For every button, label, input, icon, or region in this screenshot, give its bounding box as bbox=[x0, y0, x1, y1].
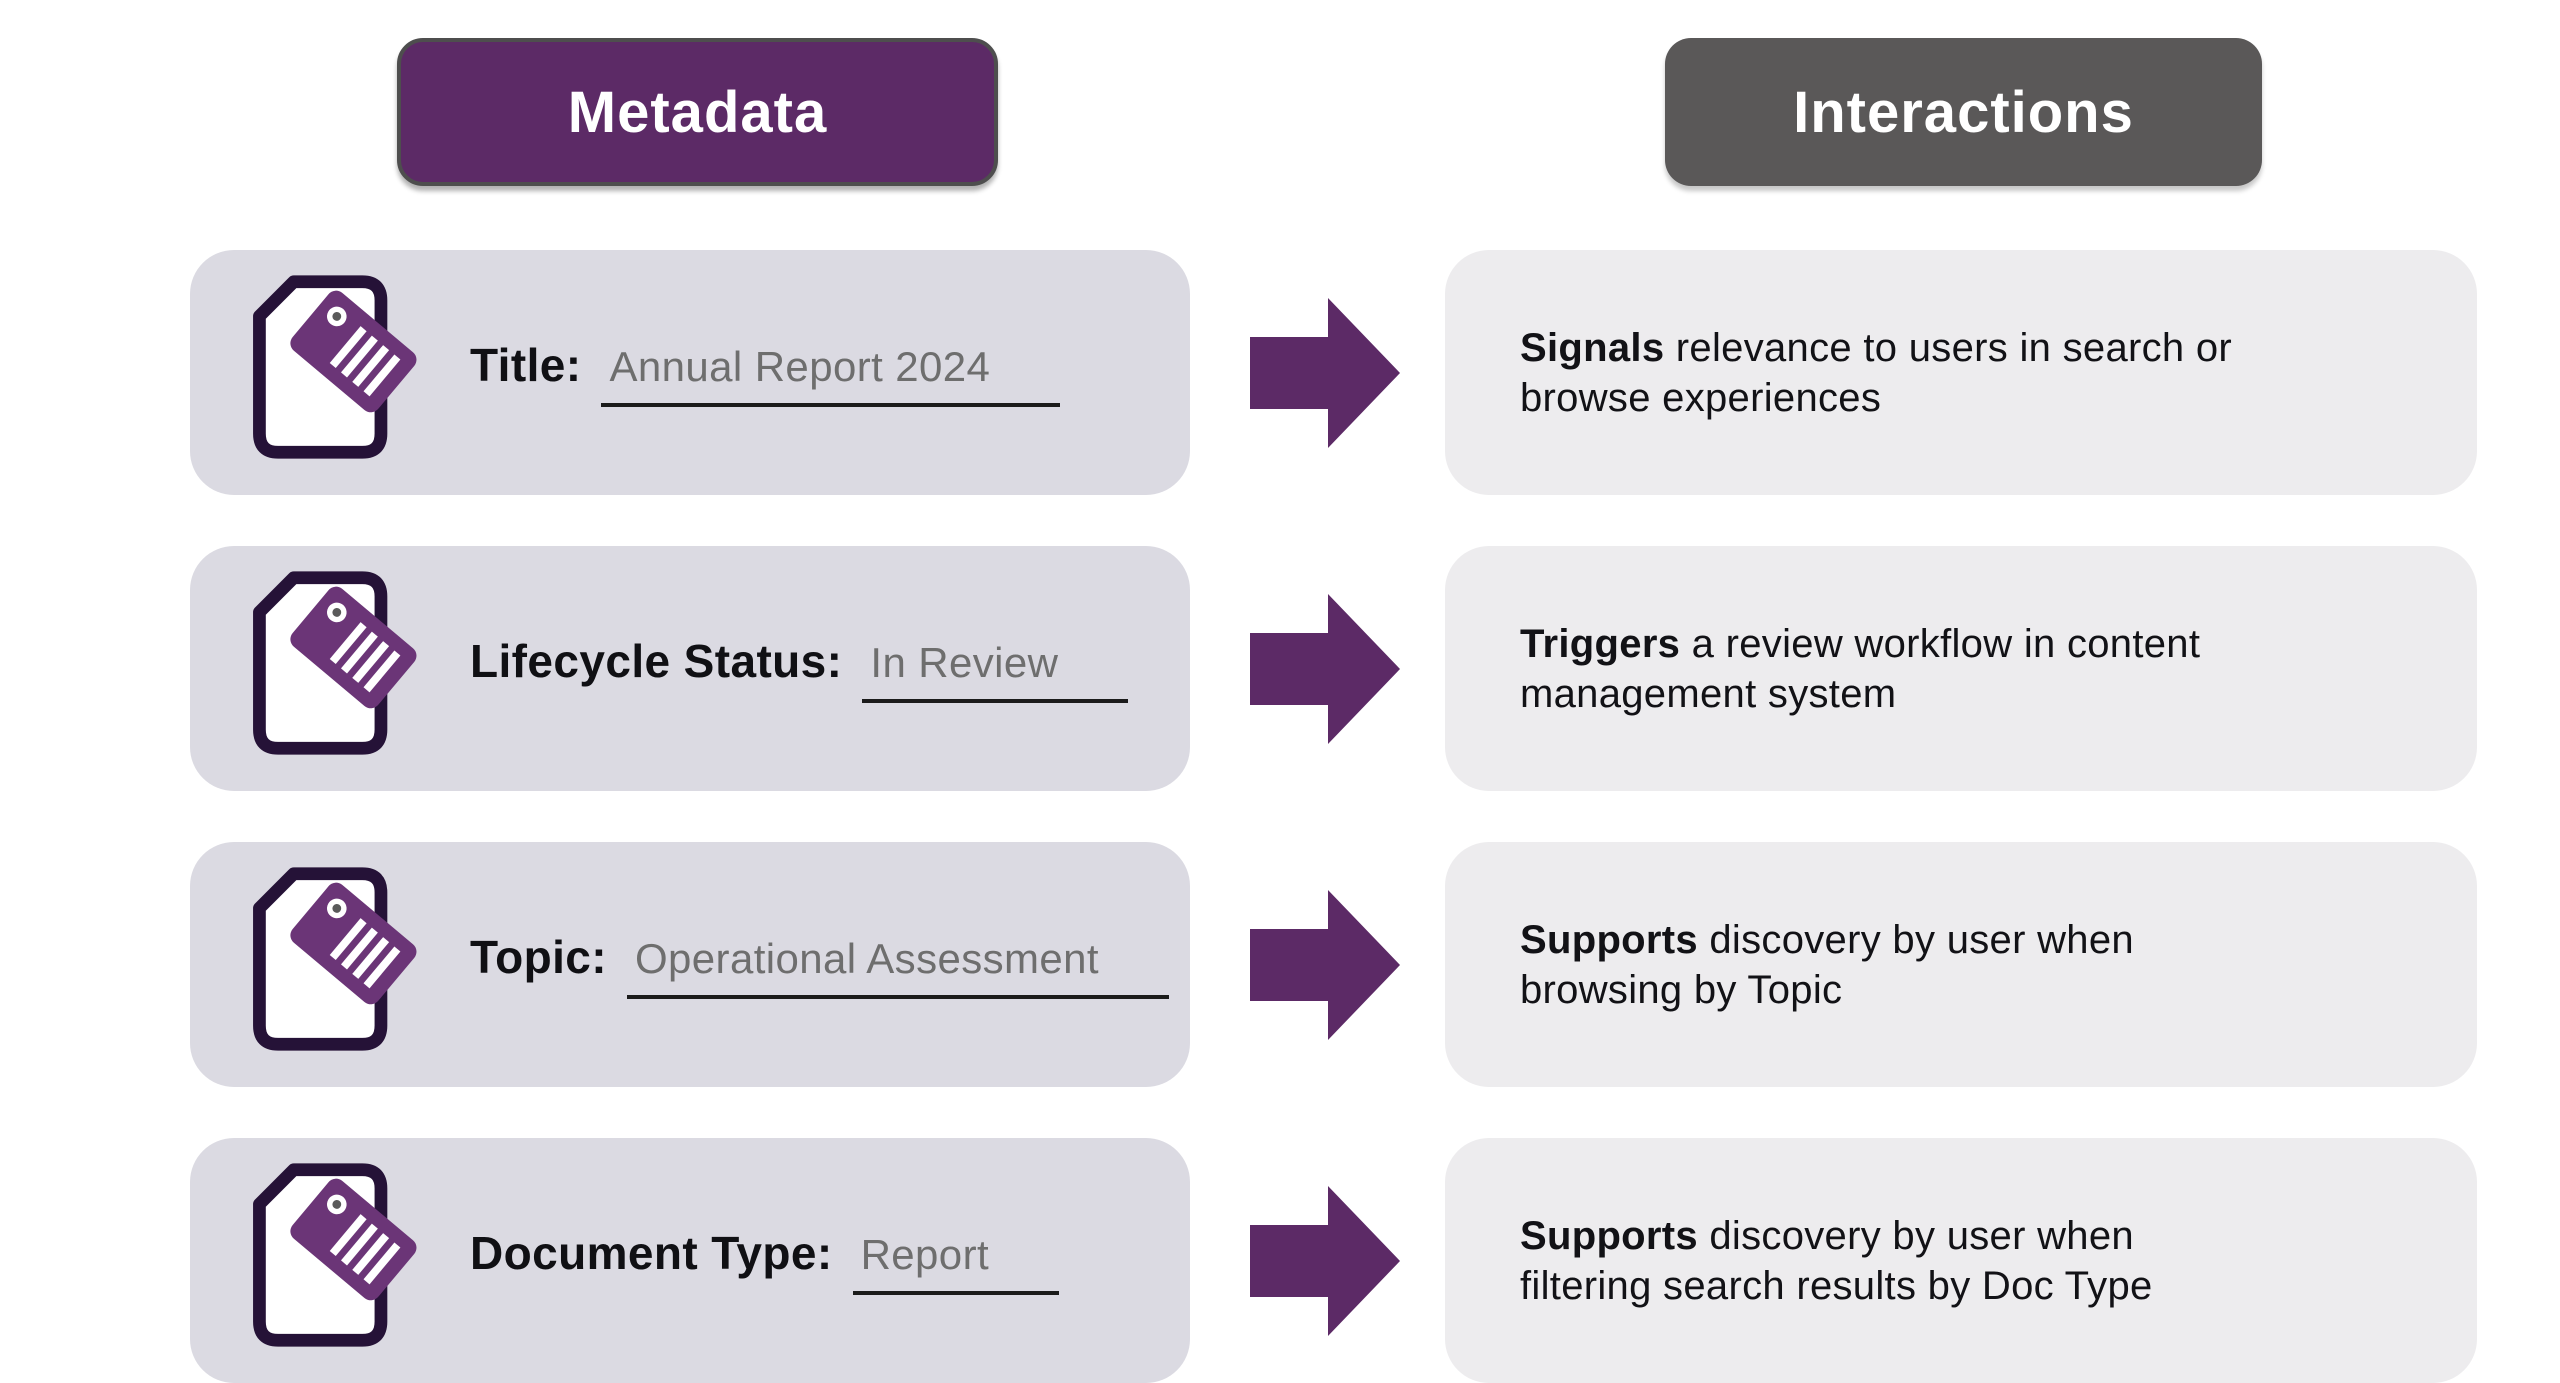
document-tag-icon bbox=[253, 274, 417, 459]
field-label: Title: bbox=[470, 339, 582, 391]
interaction-text: Supports discovery by user when browsing… bbox=[1520, 915, 2134, 1015]
metadata-card: Document Type: Report bbox=[190, 1138, 1190, 1383]
interaction-card: Supports discovery by user when browsing… bbox=[1445, 842, 2477, 1087]
field-label: Topic: bbox=[470, 931, 607, 983]
metadata-field: Document Type: Report bbox=[470, 1226, 1060, 1295]
metadata-row: Title: Annual Report 2024 Signals releva… bbox=[190, 250, 2477, 495]
interaction-lead: Supports bbox=[1520, 917, 1698, 962]
metadata-row: Lifecycle Status: In Review Triggers a r… bbox=[190, 546, 2477, 791]
interaction-card: Triggers a review workflow in content ma… bbox=[1445, 546, 2477, 791]
arrow-right-icon bbox=[1250, 1185, 1400, 1336]
interaction-lead: Signals bbox=[1520, 325, 1665, 370]
metadata-card: Topic: Operational Assessment bbox=[190, 842, 1190, 1087]
metadata-field: Title: Annual Report 2024 bbox=[470, 338, 1061, 407]
metadata-field: Topic: Operational Assessment bbox=[470, 930, 1170, 999]
interaction-text: Signals relevance to users in search or … bbox=[1520, 323, 2232, 423]
interaction-text: Triggers a review workflow in content ma… bbox=[1520, 619, 2200, 719]
field-label: Document Type: bbox=[470, 1227, 833, 1279]
interaction-rest: a review workflow in content management … bbox=[1520, 621, 2201, 716]
interactions-header-pill: Interactions bbox=[1665, 38, 2262, 186]
field-value: Annual Report 2024 bbox=[601, 343, 1061, 407]
metadata-card: Lifecycle Status: In Review bbox=[190, 546, 1190, 791]
field-value: Report bbox=[852, 1231, 1060, 1295]
interaction-rest: relevance to users in search or browse e… bbox=[1520, 325, 2233, 420]
arrow-right-icon bbox=[1250, 593, 1400, 744]
field-value: Operational Assessment bbox=[626, 935, 1170, 999]
metadata-row: Document Type: Report Supports discovery… bbox=[190, 1138, 2477, 1383]
arrow-right-icon bbox=[1250, 889, 1400, 1040]
metadata-field: Lifecycle Status: In Review bbox=[470, 634, 1129, 703]
document-tag-icon bbox=[253, 866, 417, 1051]
metadata-header-pill: Metadata bbox=[397, 38, 998, 186]
interaction-card: Supports discovery by user when filterin… bbox=[1445, 1138, 2477, 1383]
field-value: In Review bbox=[862, 639, 1129, 703]
interaction-text: Supports discovery by user when filterin… bbox=[1520, 1211, 2153, 1311]
document-tag-icon bbox=[253, 570, 417, 755]
interaction-lead: Supports bbox=[1520, 1213, 1698, 1258]
interaction-rest: discovery by user when filtering search … bbox=[1520, 1213, 2153, 1308]
field-label: Lifecycle Status: bbox=[470, 635, 843, 687]
arrow-right-icon bbox=[1250, 297, 1400, 448]
document-tag-icon bbox=[253, 1162, 417, 1347]
interaction-rest: discovery by user when browsing by Topic bbox=[1520, 917, 2134, 1012]
metadata-card: Title: Annual Report 2024 bbox=[190, 250, 1190, 495]
rows-container: Title: Annual Report 2024 Signals releva… bbox=[190, 250, 2477, 1383]
interaction-lead: Triggers bbox=[1520, 621, 1681, 666]
metadata-row: Topic: Operational Assessment Supports d… bbox=[190, 842, 2477, 1087]
interaction-card: Signals relevance to users in search or … bbox=[1445, 250, 2477, 495]
